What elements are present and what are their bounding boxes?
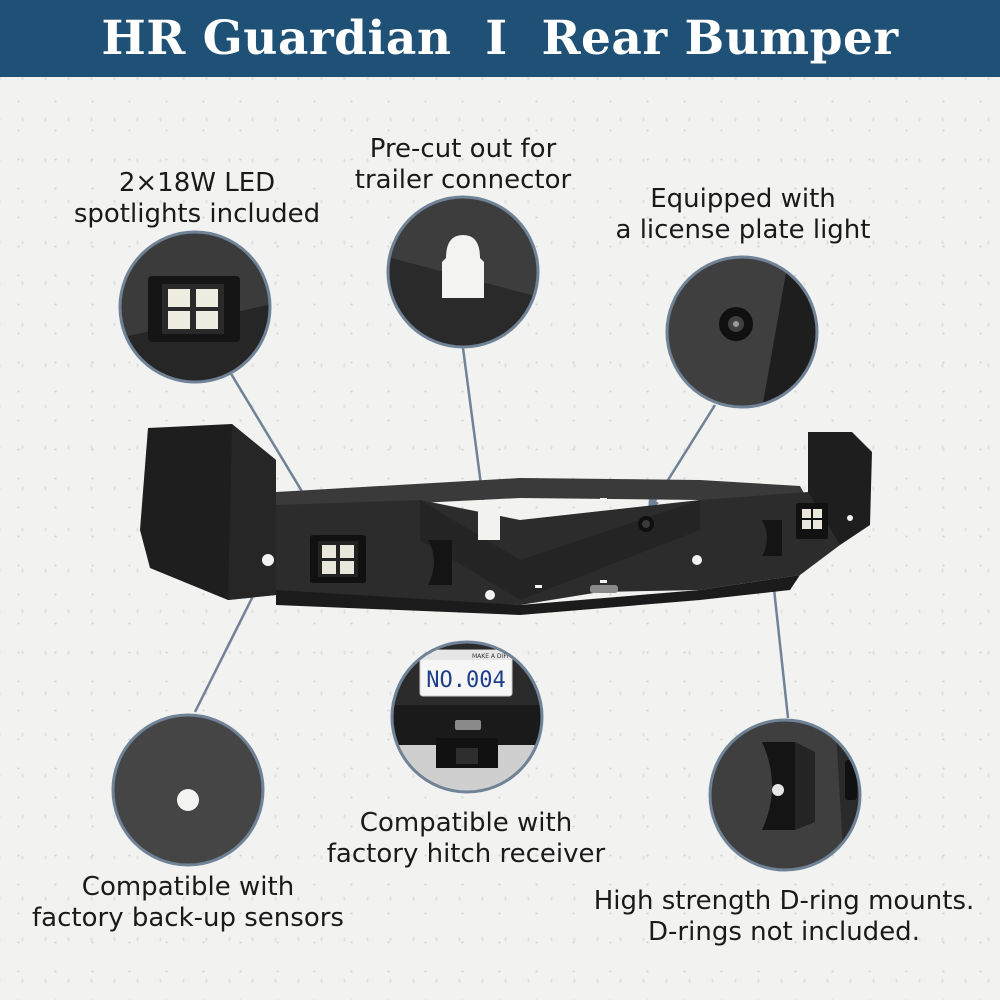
trailer-connector-cutout	[478, 506, 500, 540]
header-banner: HR Guardian I Rear Bumper	[0, 0, 1000, 77]
d-ring-mount-right	[762, 520, 782, 556]
brand-badge	[590, 585, 618, 593]
caption-trailer-connector: Pre-cut out for trailer connector	[354, 134, 572, 195]
led-spotlight-right	[796, 503, 828, 539]
caption-license-plate-light: Equipped with a license plate light	[615, 184, 871, 245]
caption-led-spotlights: 2×18W LED spotlights included	[73, 168, 321, 229]
callout-backup-sensors	[111, 713, 265, 867]
caption-hitch-receiver: Compatible with factory hitch receiver	[326, 808, 606, 869]
callout-d-ring-mount	[708, 718, 862, 872]
callout-trailer-connector	[386, 195, 540, 349]
rear-bumper	[140, 424, 872, 615]
callout-hitch-receiver: MAKE A DIFFERENCE NO.004	[390, 640, 544, 794]
leader-line-sensors	[193, 577, 264, 713]
callout-license-plate-light	[665, 255, 819, 409]
d-ring-mount-left	[428, 540, 452, 585]
leader-line-connector	[461, 347, 485, 501]
sensor-hole	[262, 554, 274, 566]
page-title: HR Guardian I Rear Bumper	[101, 11, 899, 66]
license-plate-tagline: MAKE A DIFFERENCE	[472, 653, 535, 660]
caption-backup-sensors: Compatible with factory back-up sensors	[32, 872, 344, 933]
callout-led-spotlights	[118, 230, 272, 384]
caption-d-ring-mounts: High strength D-ring mounts. D-rings not…	[593, 886, 975, 947]
license-plate-number: NO.004	[426, 668, 505, 693]
